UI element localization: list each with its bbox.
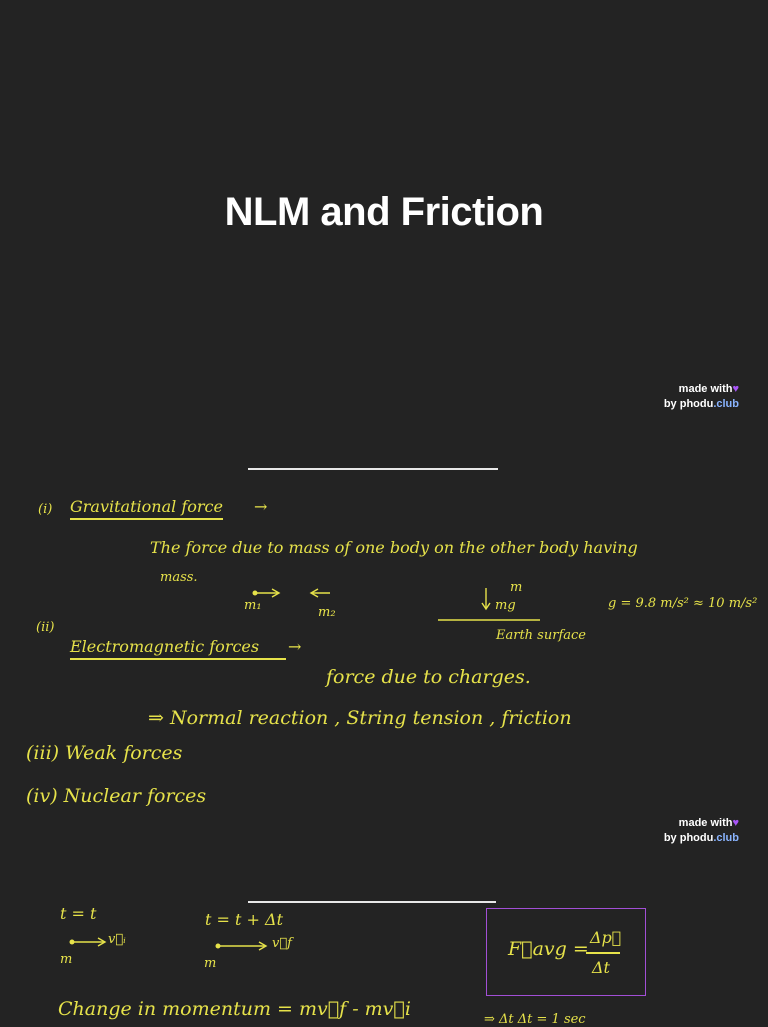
mass-m-label: m bbox=[510, 580, 523, 595]
watermark-2: made with♥ by phodu.club bbox=[663, 817, 739, 844]
item4: (iv) Nuclear forces bbox=[26, 785, 207, 807]
delta-t-note: ⇒ Δt Δt = 1 sec bbox=[484, 1012, 586, 1027]
mass-mg-label: mg bbox=[495, 598, 516, 613]
g-value: g = 9.8 m/s² ≈ 10 m/s² bbox=[608, 596, 758, 611]
item1-label: Gravitational force bbox=[70, 497, 223, 520]
arrowhead bbox=[309, 588, 319, 598]
arrowhead bbox=[271, 588, 281, 598]
time-final: t = t + Δt bbox=[205, 910, 283, 929]
item2-number: (ii) bbox=[36, 620, 55, 635]
mass-initial: m bbox=[60, 952, 73, 967]
mass-final: m bbox=[204, 956, 217, 971]
item2-arrow: → bbox=[288, 637, 302, 656]
divider bbox=[248, 468, 498, 470]
velocity-initial: v⃗ᵢ bbox=[108, 932, 126, 947]
item3: (iii) Weak forces bbox=[26, 742, 183, 764]
formula-numerator: Δp⃗ bbox=[590, 928, 622, 947]
velocity-sketch bbox=[69, 937, 268, 951]
page-title: NLM and Friction bbox=[224, 190, 544, 234]
time-initial: t = t bbox=[60, 904, 97, 923]
item2-definition: force due to charges. bbox=[326, 666, 531, 688]
heart-icon: ♥ bbox=[732, 817, 739, 829]
item2-examples: ⇒ Normal reaction , String tension , fri… bbox=[148, 707, 572, 729]
arrowhead bbox=[258, 941, 268, 951]
fraction-bar bbox=[586, 952, 620, 954]
mass-m1: m₁ bbox=[244, 598, 262, 613]
heart-icon: ♥ bbox=[732, 383, 739, 395]
arrowhead bbox=[481, 602, 491, 611]
mass-m2: m₂ bbox=[318, 605, 336, 620]
gravitation-sketch bbox=[252, 588, 540, 621]
watermark: made with♥ by phodu.club bbox=[663, 383, 739, 410]
momentum-change: Change in momentum = mv⃗f - mv⃗i bbox=[58, 998, 411, 1020]
formula-lhs: F⃗avg = bbox=[508, 938, 589, 960]
item2-label: Electromagnetic forces bbox=[70, 637, 286, 660]
arrowhead bbox=[97, 937, 107, 947]
item1-number: (i) bbox=[38, 502, 53, 517]
item1-definition: The force due to mass of one body on the… bbox=[150, 538, 638, 557]
item1-definition-cont: mass. bbox=[160, 570, 198, 585]
average-force-formula-box bbox=[486, 908, 646, 996]
divider-2 bbox=[248, 901, 496, 903]
earth-surface-label: Earth surface bbox=[496, 628, 586, 643]
formula-denominator: Δt bbox=[592, 958, 610, 977]
velocity-final: v⃗f bbox=[272, 936, 292, 951]
item1-arrow: → bbox=[254, 497, 268, 516]
